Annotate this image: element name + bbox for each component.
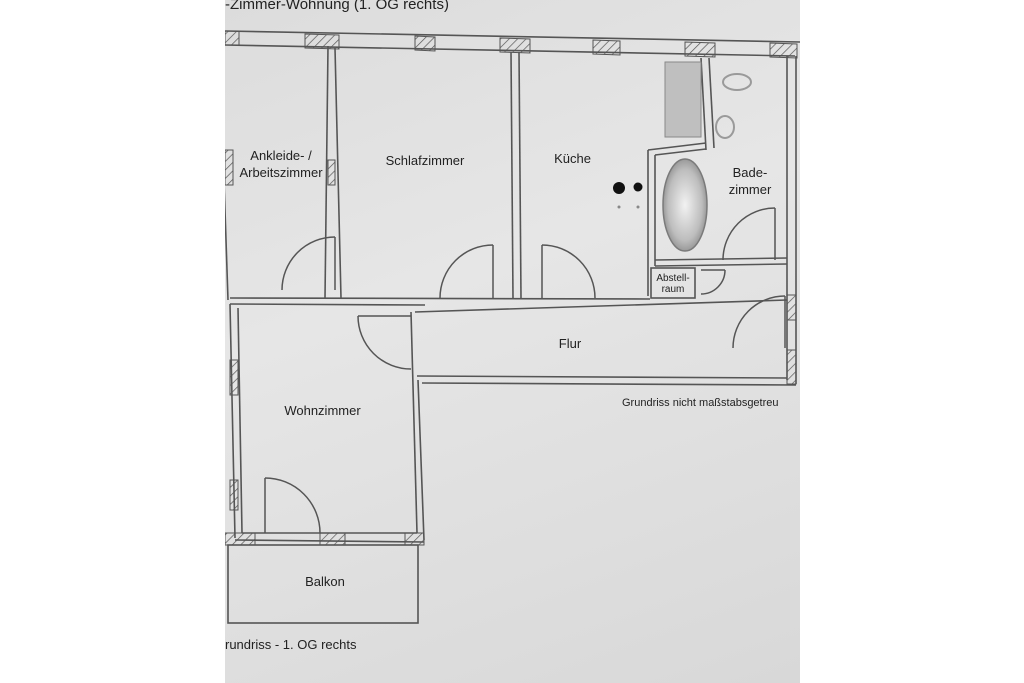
room-label-wohnzimmer: Wohnzimmer <box>284 403 361 418</box>
toilet-fixture <box>722 73 752 91</box>
fixtures <box>613 61 752 252</box>
room-label-abstellraum: Abstell- raum <box>656 273 690 295</box>
floor-plan-sheet: -Zimmer-Wohnung (1. OG rechts) <box>225 0 800 683</box>
scale-note: Grundriss nicht maßstabsgetreu <box>622 397 779 409</box>
room-label-balkon: Balkon <box>305 574 345 589</box>
room-label-kueche: Küche <box>554 151 591 166</box>
room-label-bad: Bade- zimmer <box>728 165 772 197</box>
wall-hatching <box>225 30 798 546</box>
room-label-ankleide: Ankleide- / Arbeitszimmer <box>239 148 323 180</box>
floor-plan-drawing <box>225 30 800 624</box>
room-label-flur: Flur <box>558 336 582 351</box>
stove-burner-small <box>633 182 643 192</box>
doors <box>264 207 786 534</box>
room-label-schlafzimmer: Schlafzimmer <box>385 153 465 168</box>
plan-caption: rundriss - 1. OG rechts <box>225 637 357 652</box>
walls <box>225 30 800 624</box>
stove-burner-large <box>613 182 625 194</box>
washing-machine-fixture <box>664 61 702 138</box>
bathtub-fixture <box>662 158 708 252</box>
sink-fixture <box>715 115 735 139</box>
plan-title: -Zimmer-Wohnung (1. OG rechts) <box>225 0 449 13</box>
